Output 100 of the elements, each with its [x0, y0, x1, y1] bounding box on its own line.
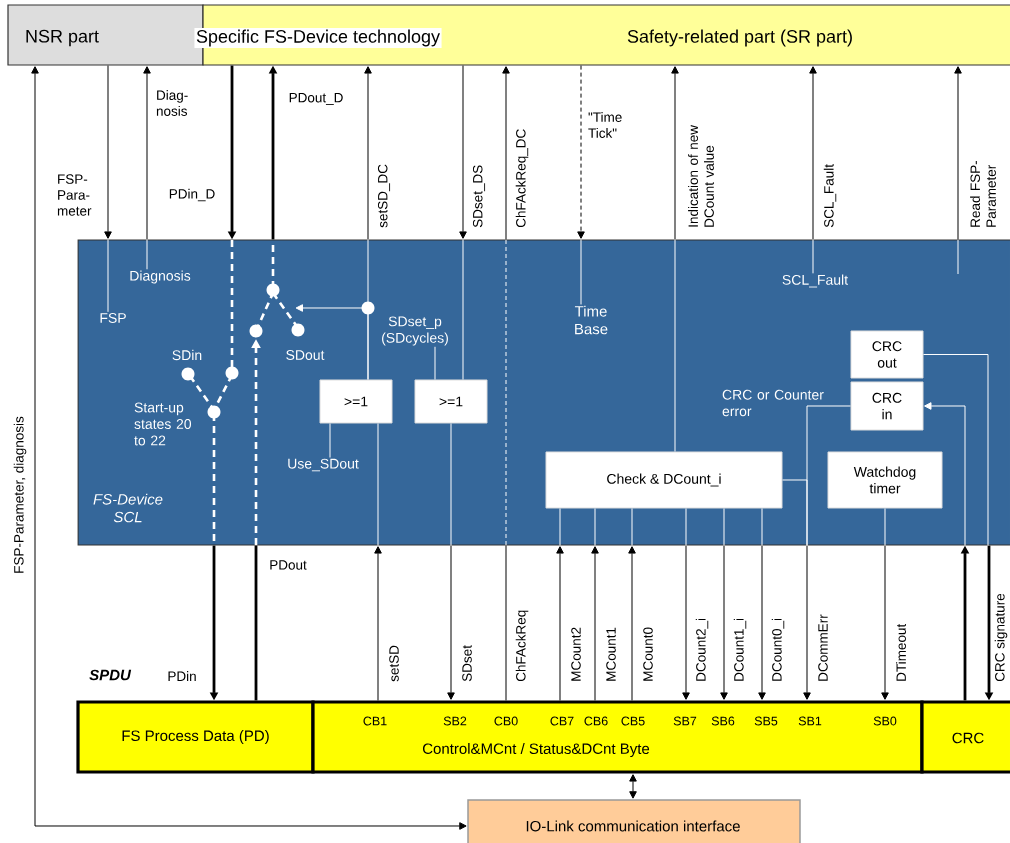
bit-label: CB0 [494, 716, 518, 726]
connector-line [254, 545, 258, 701]
contact-label: SDout [286, 350, 325, 360]
state-note: Start-up states 20 to 22 [134, 402, 192, 446]
connector-line [505, 545, 507, 701]
arrow [954, 66, 962, 240]
arrow [720, 545, 728, 700]
logic-box: >=1 [319, 379, 393, 424]
connector-line [723, 508, 725, 547]
signal-name: FSP [100, 313, 126, 323]
signal-label: PDout [270, 560, 307, 570]
arrow [556, 546, 564, 701]
arrow [502, 66, 510, 240]
arrow [364, 66, 372, 240]
signal-label: FSP- Para- meter [57, 174, 92, 216]
connector-line [377, 423, 379, 547]
connector-line [146, 238, 148, 270]
signal-label: setSD_DC [377, 164, 391, 228]
connector-line [107, 238, 109, 313]
connector-line [434, 346, 436, 380]
arrow [628, 546, 636, 701]
section-title: Specific FS-Device technology [194, 28, 442, 48]
connector-line [782, 479, 808, 547]
signal-name: Use_SDout [288, 458, 359, 472]
arrow [671, 66, 679, 240]
arrow [295, 304, 369, 380]
connector-line [580, 238, 582, 305]
contact-label: SDin [172, 349, 202, 361]
arrow [459, 65, 467, 239]
bit-label: SB6 [711, 716, 735, 726]
arrow [758, 545, 766, 700]
connector-line [923, 354, 989, 547]
connector-line [812, 238, 814, 274]
signal-name: Diagnosis [130, 270, 191, 284]
signal-name: SCL_Fault [782, 274, 848, 288]
interface-box: IO-Link communication interface [467, 799, 801, 843]
function-box: Check & DCount_i [545, 451, 783, 509]
arrow [924, 402, 966, 547]
function-box: CRC in [850, 381, 924, 431]
pdu-title: SPDU [89, 669, 132, 681]
signal-label: setSD [389, 645, 399, 682]
signal-label: SDset [462, 645, 472, 682]
arrow [591, 546, 599, 701]
function-name: Time Base [574, 305, 608, 335]
function-box: CRC out [850, 330, 924, 379]
arrow [682, 545, 690, 700]
bit-label: CB7 [550, 716, 574, 726]
bit-label: SB2 [443, 716, 467, 726]
connector-line [685, 508, 687, 547]
logic-box: >=1 [414, 379, 488, 424]
bit-label: CB5 [621, 716, 645, 726]
arrow [374, 546, 382, 701]
signal-label: Indication of new DCount value [688, 124, 714, 227]
bit-label: SB7 [673, 716, 697, 726]
signal-label: CRC signature [994, 593, 1008, 682]
signal-label: DTimeout [896, 623, 906, 681]
arrow [447, 545, 455, 700]
signal-label: ChFAckReq_DC [515, 129, 529, 228]
function-box: Watchdog timer [827, 451, 943, 509]
signal-name: SDset_p (SDcycles) [382, 316, 448, 346]
bit-label: SB5 [754, 716, 778, 726]
signal-label: PDout_D [289, 93, 343, 105]
bit-label: SB0 [873, 716, 897, 726]
pdu-field: CRC [920, 700, 1010, 774]
arrow [31, 66, 467, 830]
signal-label: DCount2_i [695, 618, 709, 681]
signal-label: DCount0_i [771, 618, 785, 681]
connector-line [761, 508, 763, 547]
signal-label: SDset_DS [472, 165, 486, 228]
signal-label: ChFAckReq [515, 610, 529, 682]
signal-label: MCount1 [606, 627, 616, 681]
signal-label: PDin [168, 671, 196, 681]
connector-line [594, 508, 596, 547]
connector-line [450, 423, 452, 547]
arrow [577, 65, 585, 239]
arrow [143, 66, 151, 240]
signal-label: SCL_Fault [823, 164, 837, 228]
connector-line [884, 508, 886, 547]
connector-line [559, 508, 561, 547]
bit-label: SB1 [798, 716, 822, 726]
signal-label: DCommErr [818, 614, 828, 681]
signal-label: Diag- nosis [156, 90, 188, 116]
connector-line [329, 423, 331, 458]
signal-label: DCount1_i [733, 618, 747, 681]
arrow [803, 545, 811, 700]
arrow [104, 65, 112, 239]
signal-label: Read FSP- Parameter [970, 160, 996, 227]
connector-line [462, 238, 464, 380]
arrow [881, 545, 889, 700]
bit-label: CB1 [363, 716, 387, 726]
signal-label: "Time Tick" [588, 112, 622, 138]
signal-label: FSP-Parameter, diagnosis [13, 416, 27, 573]
bit-label: CB6 [584, 716, 608, 726]
signal-label: MCount2 [571, 627, 581, 681]
signal-label: MCount0 [643, 627, 653, 681]
connector-line [674, 238, 676, 452]
signal-name: CRC or Counter error [722, 389, 824, 417]
signal-label: PDin_D [169, 188, 215, 202]
arrow [809, 66, 817, 240]
pdu-field: FS Process Data (PD) [76, 700, 315, 774]
